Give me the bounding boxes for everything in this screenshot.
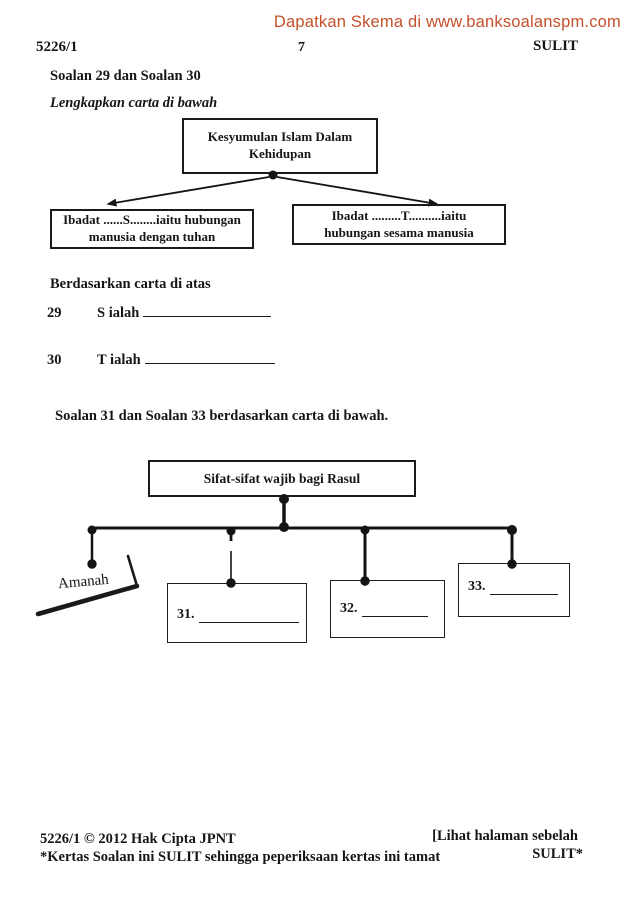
footer-secrecy-notice: *Kertas Soalan ini SULIT sehingga peperi… bbox=[40, 849, 441, 865]
section2-title: Soalan 31 dan Soalan 33 berdasarkan cart… bbox=[55, 408, 389, 424]
section1-title: Soalan 29 dan Soalan 30 bbox=[50, 68, 201, 84]
section1-based-on: Berdasarkan carta di atas bbox=[50, 276, 211, 292]
classification-top: SULIT bbox=[532, 38, 578, 54]
footer-see-overleaf: [Lihat halaman sebelah bbox=[432, 828, 578, 844]
question-29-number: 29 bbox=[47, 305, 62, 321]
page-number: 7 bbox=[298, 40, 305, 55]
section1-instruction: Lengkapkan carta di bawah bbox=[50, 95, 218, 111]
answer-33-number: 33. bbox=[468, 579, 486, 594]
paper-code: 5226/1 bbox=[36, 39, 78, 55]
question-30-answer-blank bbox=[144, 350, 275, 364]
chart2-answer-box-33: 33. bbox=[458, 563, 570, 617]
chart1-root-box: Kesyumulan Islam Dalam Kehidupan bbox=[182, 118, 378, 174]
question-29-prompt: S ialah bbox=[97, 305, 140, 321]
answer-31-blank bbox=[198, 609, 299, 623]
question-30-prompt: T ialah bbox=[97, 352, 141, 368]
answer-32-blank bbox=[361, 603, 428, 617]
chart2-connector-lines bbox=[87, 494, 517, 588]
chart1-left-box: Ibadat ......S........iaitu hubungan man… bbox=[50, 209, 254, 249]
chart2-example-label: Amanah bbox=[57, 571, 110, 593]
watermark-link-text: Dapatkan Skema di www.banksoalanspm.com bbox=[273, 13, 621, 31]
question-29-answer-blank bbox=[143, 303, 272, 317]
chart1-right-box: Ibadat .........T..........iaitu hubunga… bbox=[292, 204, 506, 245]
question-29-row: 29 S ialah bbox=[47, 303, 272, 322]
footer-copyright: 5226/1 © 2012 Hak Cipta JPNT bbox=[40, 831, 236, 847]
chart2-answer-box-32: 32. bbox=[330, 580, 445, 638]
answer-33-blank bbox=[489, 581, 558, 595]
chart2-answer-box-31: 31. bbox=[167, 583, 307, 643]
question-30-row: 30 T ialah bbox=[47, 350, 275, 369]
chart2-root-box: Sifat-sifat wajib bagi Rasul bbox=[148, 460, 416, 497]
footer-classification: SULIT* bbox=[532, 846, 583, 862]
answer-31-number: 31. bbox=[177, 607, 195, 622]
answer-32-number: 32. bbox=[340, 601, 358, 616]
question-30-number: 30 bbox=[47, 352, 62, 368]
chart1-branch-arrows bbox=[106, 170, 439, 207]
